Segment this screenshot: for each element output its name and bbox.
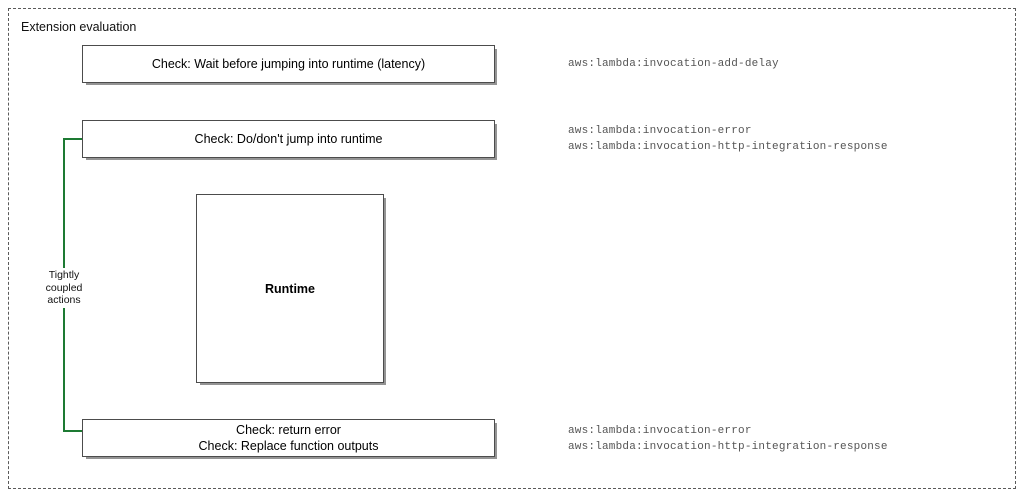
group-label: Extension evaluation — [21, 20, 137, 34]
runtime-label: Runtime — [265, 281, 315, 296]
annotation-invocation-error-http-response-top: aws:lambda:invocation-error aws:lambda:i… — [568, 125, 888, 153]
check-latency-label: Check: Wait before jumping into runtime … — [151, 57, 426, 71]
annotation-invocation-error-http-response-bottom: aws:lambda:invocation-error aws:lambda:i… — [568, 425, 888, 453]
runtime-box[interactable]: Runtime — [196, 194, 384, 383]
check-return-outputs-box[interactable]: Check: return error Check: Replace funct… — [82, 419, 495, 457]
check-return-outputs-label: Check: return error Check: Replace funct… — [198, 423, 379, 453]
check-latency-box[interactable]: Check: Wait before jumping into runtime … — [82, 45, 495, 83]
tightly-coupled-label: Tightly coupled actions — [34, 268, 94, 308]
annotation-invocation-add-delay: aws:lambda:invocation-add-delay — [568, 58, 779, 70]
check-jump-into-runtime-label: Check: Do/don't jump into runtime — [194, 132, 383, 146]
extension-evaluation-group: Extension evaluation — [8, 8, 1016, 489]
check-jump-into-runtime-box[interactable]: Check: Do/don't jump into runtime — [82, 120, 495, 158]
